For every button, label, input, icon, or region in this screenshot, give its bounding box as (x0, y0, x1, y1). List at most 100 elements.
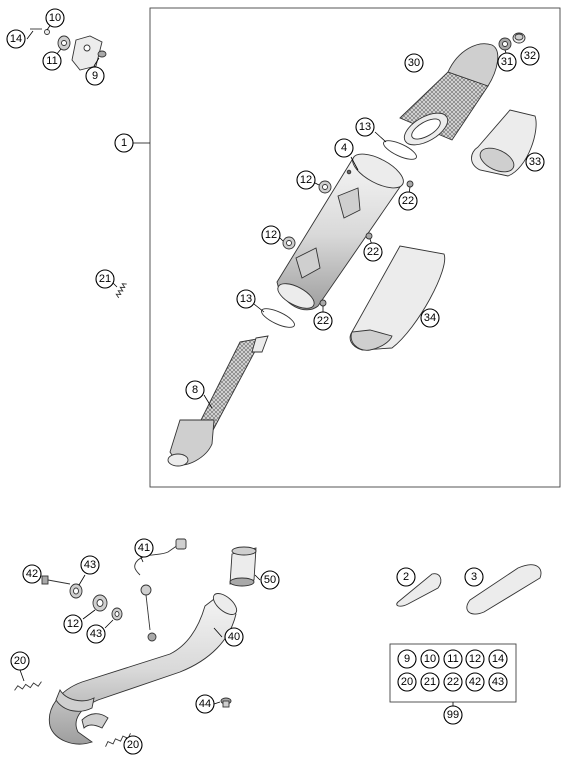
callout-22-a: 22 (398, 191, 418, 211)
silencer-assembly-frame (149, 7, 561, 488)
callout-99: 99 (443, 705, 463, 725)
svg-text:33: 33 (529, 156, 541, 168)
kit-item-9: 9 (397, 649, 417, 669)
callout-43-lower: 43 (86, 624, 106, 644)
header-pipe-40 (48, 593, 238, 745)
gasket-13-upper (374, 131, 417, 160)
svg-text:9: 9 (92, 70, 98, 82)
screw-22-a (406, 180, 414, 195)
nut-12-lower (279, 236, 296, 250)
kit-item-22: 22 (443, 672, 463, 692)
heat-shield-2 (396, 573, 442, 607)
kit-item-10: 10 (420, 649, 440, 669)
end-cap-30 (399, 43, 499, 146)
svg-text:21: 21 (424, 676, 436, 688)
callout-4: 4 (334, 138, 354, 158)
svg-text:50: 50 (264, 574, 276, 586)
callout-41: 41 (134, 538, 154, 558)
svg-text:13: 13 (240, 293, 252, 305)
kit-item-11: 11 (443, 649, 463, 669)
svg-text:20: 20 (401, 676, 413, 688)
svg-text:42: 42 (469, 676, 481, 688)
callout-8: 8 (185, 380, 205, 400)
svg-text:10: 10 (424, 653, 436, 665)
callout-42: 42 (22, 564, 42, 584)
callout-13-lower: 13 (236, 289, 256, 309)
svg-text:22: 22 (402, 195, 414, 207)
callout-10: 10 (45, 8, 65, 28)
cap-32 (512, 32, 526, 44)
svg-text:99: 99 (447, 709, 459, 721)
svg-text:4: 4 (341, 142, 347, 154)
nut-12-upper (314, 180, 332, 194)
svg-text:22: 22 (447, 676, 459, 688)
svg-text:43: 43 (492, 676, 504, 688)
callout-43-upper: 43 (80, 555, 100, 575)
connector-50 (229, 546, 261, 587)
spring-21 (112, 282, 127, 299)
insert-8 (167, 335, 269, 467)
svg-text:31: 31 (501, 56, 513, 68)
callout-30: 30 (404, 53, 424, 73)
callout-40: 40 (224, 627, 244, 647)
svg-text:3: 3 (471, 571, 477, 583)
callout-14: 14 (6, 29, 26, 49)
nut-31 (498, 37, 512, 54)
heat-shield-3 (466, 564, 542, 615)
callout-33: 33 (525, 152, 545, 172)
callout-2: 2 (396, 567, 416, 587)
kit-item-42: 42 (465, 672, 485, 692)
svg-text:2: 2 (403, 571, 409, 583)
svg-text:9: 9 (404, 653, 410, 665)
bolt-42 (41, 575, 71, 585)
kit-item-21: 21 (420, 672, 440, 692)
svg-text:21: 21 (99, 273, 111, 285)
callout-50: 50 (260, 570, 280, 590)
callout-22-b: 22 (363, 242, 383, 262)
callout-22-c: 22 (313, 311, 333, 331)
callout-12-upper: 12 (296, 170, 316, 190)
svg-text:32: 32 (524, 50, 536, 62)
sleeve-34 (349, 245, 446, 351)
svg-text:40: 40 (228, 631, 240, 643)
svg-text:10: 10 (49, 12, 61, 24)
screw-44 (213, 697, 232, 708)
svg-text:13: 13 (359, 121, 371, 133)
spring-20-left (14, 669, 42, 691)
svg-text:41: 41 (138, 542, 150, 554)
svg-text:43: 43 (90, 628, 102, 640)
svg-text:11: 11 (447, 653, 458, 665)
svg-text:12: 12 (265, 229, 277, 241)
callout-9: 9 (85, 66, 105, 86)
callout-11: 11 (42, 51, 62, 71)
callout-20-bottom: 20 (123, 735, 143, 755)
callout-1: 1 (114, 133, 134, 153)
kit-item-12: 12 (465, 649, 485, 669)
svg-text:42: 42 (26, 568, 38, 580)
silencer-body-4 (276, 153, 404, 311)
callout-21: 21 (95, 269, 115, 289)
svg-text:43: 43 (84, 559, 96, 571)
svg-text:30: 30 (408, 57, 420, 69)
callout-13-upper: 13 (355, 117, 375, 137)
svg-text:22: 22 (317, 315, 329, 327)
kit-item-20: 20 (397, 672, 417, 692)
svg-text:20: 20 (14, 655, 26, 667)
svg-text:8: 8 (192, 384, 198, 396)
screw-22-c (319, 299, 327, 313)
svg-text:14: 14 (492, 653, 504, 665)
svg-text:1: 1 (121, 137, 127, 149)
callout-3: 3 (464, 567, 484, 587)
callout-32: 32 (520, 46, 540, 66)
gasket-13-lower (253, 303, 295, 328)
kit-item-43: 43 (488, 672, 508, 692)
washer-43-lower (104, 607, 123, 629)
svg-text:22: 22 (367, 246, 379, 258)
svg-text:34: 34 (424, 312, 436, 324)
callout-12-lower: 12 (261, 225, 281, 245)
nut-12-bottom (82, 594, 108, 620)
svg-text:14: 14 (10, 33, 22, 45)
svg-text:12: 12 (300, 174, 312, 186)
svg-text:12: 12 (469, 653, 481, 665)
